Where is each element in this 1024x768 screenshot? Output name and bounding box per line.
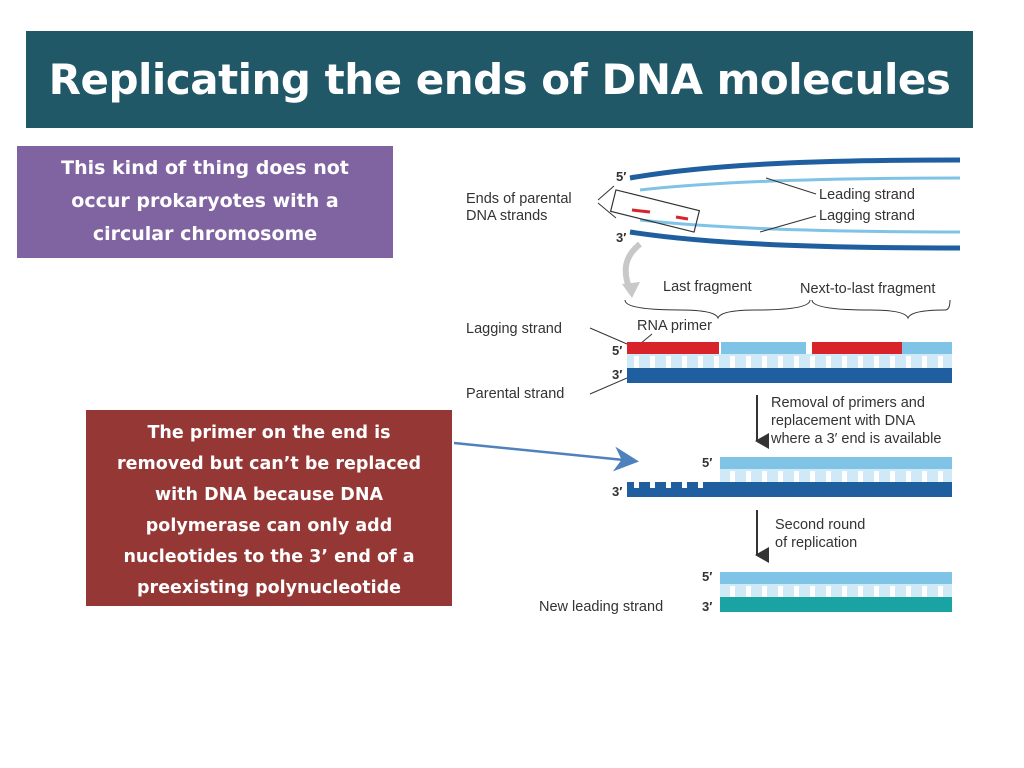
- base-pair-ticks: [634, 356, 943, 368]
- parental-strands-panel: 5′ 3′ Ends of parental DNA strands Leadi…: [466, 157, 961, 298]
- lagging-dna: [720, 457, 952, 469]
- upper-parental-strand: [629, 157, 961, 181]
- parental-strand-label: Parental strand: [466, 386, 564, 402]
- okazaki-fragment: [902, 342, 952, 354]
- note-line: occur prokaryotes with a: [71, 190, 339, 212]
- lagging-dna: [720, 572, 952, 584]
- new-leading-strand: [720, 597, 952, 612]
- base-pair-ticks: [730, 586, 943, 597]
- primer-callout-box: The primer on the end is removed but can…: [86, 410, 452, 606]
- base-pair-ticks: [634, 471, 943, 488]
- highlight-box: [609, 189, 701, 233]
- last-fragment-label: Last fragment: [663, 279, 752, 295]
- note-line: This kind of thing does not: [61, 157, 349, 179]
- lower-parental-strand: [629, 229, 961, 251]
- parental-strand: [627, 368, 952, 383]
- five-prime-label: 5′: [702, 569, 712, 584]
- primer-removed-panel: 5′ 3′ Second round of replication: [612, 455, 952, 563]
- pointer-arrow: [453, 441, 639, 472]
- three-prime-label: 3′: [612, 367, 622, 382]
- three-prime-label: 3′: [612, 484, 622, 499]
- second-round-label: of replication: [775, 535, 857, 551]
- next-to-last-fragment-label: Next-to-last fragment: [800, 281, 935, 297]
- second-round-panel: 5′ 3′ New leading strand: [539, 569, 952, 615]
- removal-label: where a 3′ end is available: [770, 431, 941, 447]
- okazaki-fragment: [721, 342, 806, 354]
- new-leading-strand-label: New leading strand: [539, 599, 663, 615]
- three-prime-label: 3′: [702, 599, 712, 614]
- prokaryote-note-box: This kind of thing does not occur prokar…: [17, 146, 393, 258]
- base-pair-zone: [720, 584, 952, 597]
- callout-line: with DNA because DNA: [154, 485, 384, 505]
- ends-label: DNA strands: [466, 208, 547, 224]
- removal-label: replacement with DNA: [771, 413, 916, 429]
- fragments-panel: Last fragment Next-to-last fragment Lagg…: [466, 279, 952, 449]
- rna-primer: [812, 342, 902, 354]
- callout-line: nucleotides to the 3’ end of a: [123, 547, 415, 567]
- callout-line: preexisting polynucleotide: [137, 578, 401, 598]
- base-pair-zone: [627, 354, 952, 368]
- three-prime-label: 3′: [616, 230, 626, 245]
- lagging-strand-label: Lagging strand: [466, 321, 562, 337]
- base-pair-zone: [720, 469, 952, 482]
- five-prime-label: 5′: [612, 343, 622, 358]
- rna-primer: [627, 342, 719, 354]
- parental-strand: [627, 482, 952, 497]
- slide-title: Replicating the ends of DNA molecules: [48, 55, 951, 104]
- rna-primer-label: RNA primer: [637, 318, 712, 334]
- callout-line: polymerase can only add: [145, 516, 393, 536]
- second-round-label: Second round: [775, 517, 865, 533]
- five-prime-label: 5′: [702, 455, 712, 470]
- title-bar: Replicating the ends of DNA molecules: [26, 31, 973, 128]
- callout-line: The primer on the end is: [147, 423, 391, 443]
- five-prime-label: 5′: [616, 169, 626, 184]
- callout-line: removed but can’t be replaced: [117, 454, 421, 474]
- ends-label: Ends of parental: [466, 191, 572, 207]
- note-line: circular chromosome: [92, 223, 318, 245]
- removal-label: Removal of primers and: [771, 395, 925, 411]
- lagging-strand-label: Lagging strand: [819, 208, 915, 224]
- leading-strand-label: Leading strand: [819, 187, 915, 203]
